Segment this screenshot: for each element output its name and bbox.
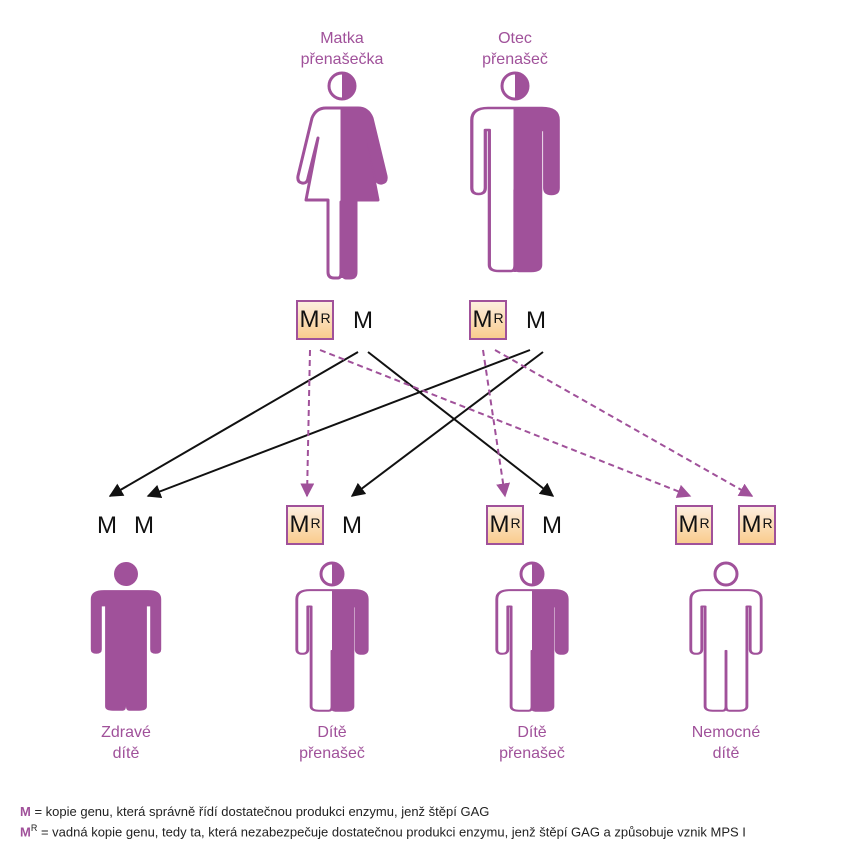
child3-label: Dítě přenašeč — [462, 722, 602, 764]
child3-label-line1: Dítě — [517, 724, 547, 741]
father-label-line1: Otec — [498, 30, 532, 47]
father-label-line2: přenašeč — [482, 51, 548, 68]
child4-label-line1: Nemocné — [691, 724, 761, 741]
male-carrier-icon — [470, 71, 560, 273]
child2-label-line1: Dítě — [317, 724, 347, 741]
legend-mr-symbol: M — [20, 824, 31, 840]
child1-label: Zdravé dítě — [56, 722, 196, 764]
healthy-child-icon — [90, 562, 162, 711]
affected-child-icon — [689, 561, 763, 713]
father-allele-m: M — [526, 307, 546, 334]
carrier-child-icon — [295, 561, 369, 713]
father-allele-mr-base: M — [472, 306, 493, 333]
father-label: Otec přenašeč — [445, 28, 585, 70]
child1-label-line2: dítě — [112, 745, 140, 762]
child2-label: Dítě přenašeč — [262, 722, 402, 764]
child3-allele-m: M — [542, 512, 562, 539]
arrow-father-mr-to-child3 — [482, 349, 511, 498]
legend-mr-sup: R — [30, 823, 38, 833]
mother-allele-mr-sup: R — [320, 310, 331, 326]
child3-label-line2: přenašeč — [499, 745, 565, 762]
mother-label: Matka přenašečka — [272, 28, 412, 70]
mother-allele-m: M — [353, 307, 373, 334]
arrow-mother-m-to-child1 — [108, 351, 359, 497]
legend-m: M = kopie genu, která správně řídí dosta… — [20, 803, 489, 820]
child2-allele-mr-base: M — [289, 511, 310, 538]
child4-label-line2: dítě — [712, 745, 740, 762]
child4-allele-mr1-base: M — [678, 511, 699, 538]
legend-mr: MR = vadná kopie genu, tedy ta, která ne… — [20, 820, 746, 840]
child4-allele-mr1-sup: R — [699, 515, 710, 531]
legend-m-text: = kopie genu, která správně řídí dostate… — [30, 804, 490, 819]
arrow-father-m-to-child2 — [350, 351, 544, 497]
arrow-mother-mr-to-child4 — [319, 349, 692, 498]
child2-allele-m: M — [342, 512, 362, 539]
child2-label-line2: přenašeč — [299, 745, 365, 762]
mother-label-line2: přenašečka — [300, 51, 384, 68]
child3-allele-mr-base: M — [489, 511, 510, 538]
mother-allele-mr-base: M — [299, 306, 320, 333]
legend-m-symbol: M — [20, 804, 31, 819]
child4-allele-mr2-base: M — [741, 511, 762, 538]
carrier-child-icon — [495, 561, 569, 713]
arrow-father-mr-to-child4 — [494, 349, 754, 497]
legend-mr-text: = vadná kopie genu, tedy ta, která nezab… — [37, 824, 746, 840]
arrow-mother-mr-to-child2 — [300, 349, 315, 498]
father-allele-mr-sup: R — [493, 310, 504, 326]
arrow-father-m-to-child1 — [146, 349, 531, 499]
female-carrier-icon — [296, 71, 388, 280]
child4-allele-mr2-sup: R — [762, 515, 773, 531]
child2-allele-mr-sup: R — [310, 515, 321, 531]
mother-label-line1: Matka — [320, 30, 364, 47]
child3-allele-mr-sup: R — [510, 515, 521, 531]
arrow-mother-m-to-child3 — [367, 351, 555, 497]
child1-allele-m2: M — [134, 512, 154, 539]
child1-label-line1: Zdravé — [101, 724, 151, 741]
child4-label: Nemocné dítě — [656, 722, 796, 764]
child1-allele-m1: M — [97, 512, 117, 539]
